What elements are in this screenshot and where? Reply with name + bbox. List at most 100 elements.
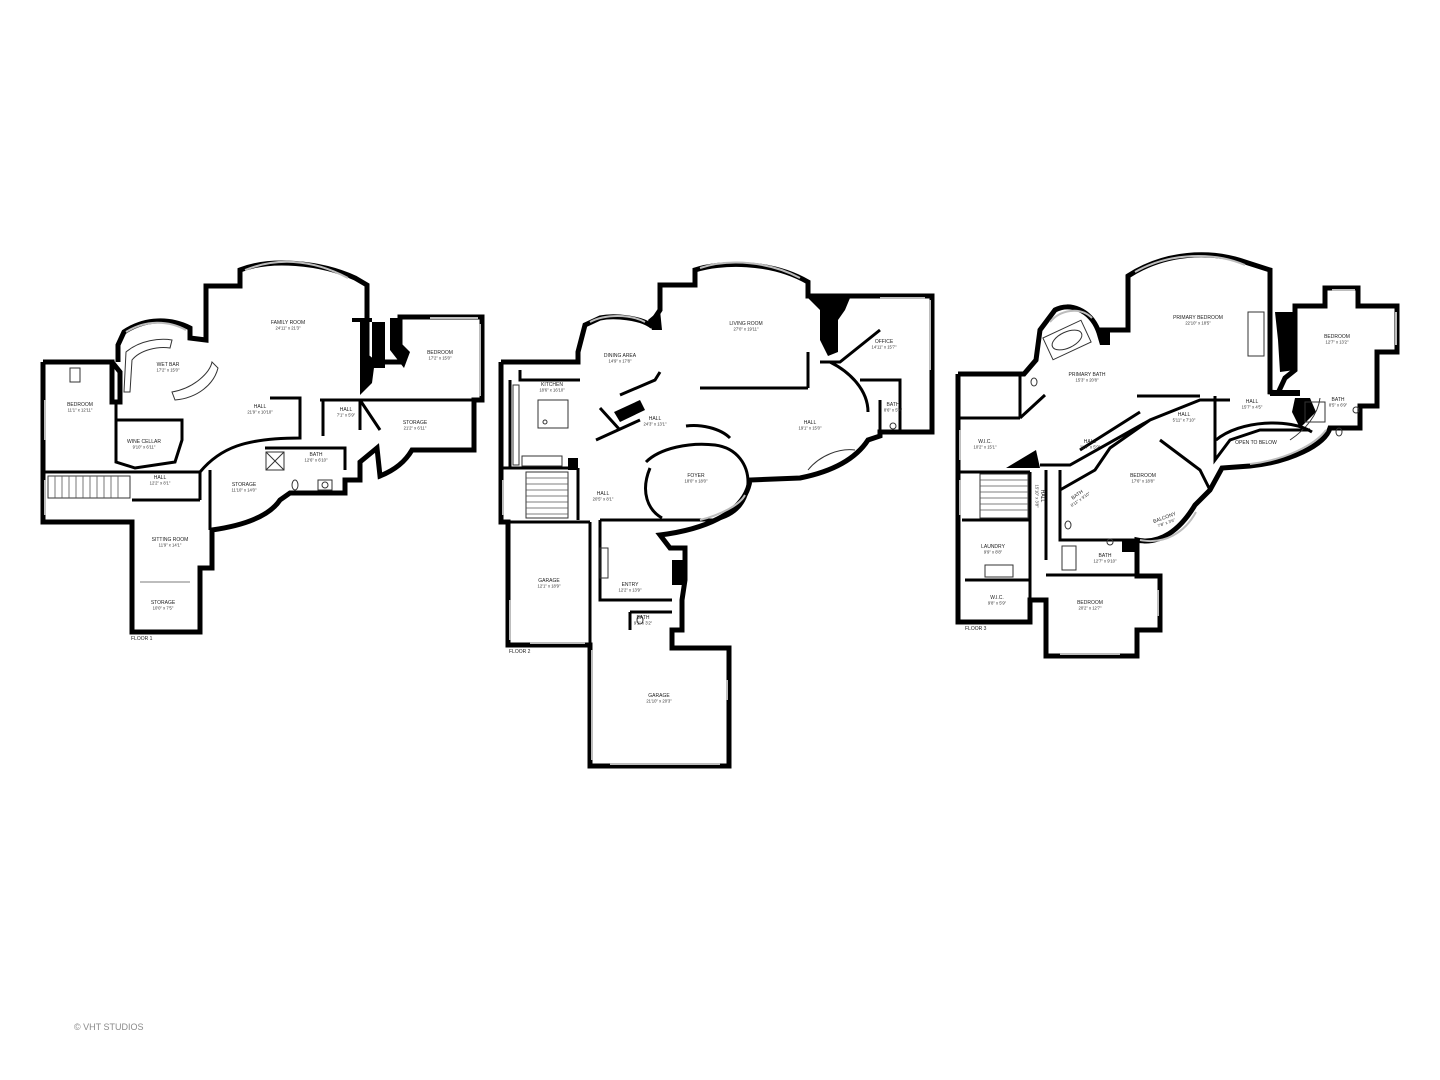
room-dimensions: 12'2" x 8'1" [150, 481, 171, 486]
room-name: PRIMARY BATH [1069, 372, 1106, 378]
room-name: STORAGE [403, 420, 428, 426]
room-name: WET BAR [157, 362, 180, 368]
room-dimensions: 11'10" x 14'0" [232, 488, 257, 493]
room-name: OPEN TO BELOW [1235, 440, 1277, 446]
room-name: HALL [597, 491, 610, 497]
room-dimensions: 27'0" x 19'11" [734, 327, 759, 332]
room-name: HALL [1039, 490, 1045, 503]
room-name: HALL [1084, 439, 1097, 445]
room-dimensions: 10'0" x 7'5" [153, 606, 174, 611]
room-dimensions: 12'1" x 18'9" [538, 584, 561, 589]
room-dimensions: 12'6" x 6'10" [305, 458, 328, 463]
room-name: WINE CELLAR [127, 439, 161, 445]
room-dimensions: 21'2" x 6'11" [404, 426, 427, 431]
room-dimensions: 12'7" x 9'10" [1094, 559, 1117, 564]
room-dimensions: 14'9" x 17'8" [609, 359, 632, 364]
room-dimensions: 18'6" x 16'10" [539, 388, 565, 393]
room-name: BEDROOM [427, 350, 453, 356]
room-name: STORAGE [151, 600, 176, 606]
room-dimensions: 17'6" x 18'8" [1132, 479, 1155, 484]
room-dimensions: 17'2" x 15'0" [429, 356, 452, 361]
floor-3-plan [955, 252, 1400, 659]
room-name: BATH [1099, 553, 1112, 559]
room-name: OFFICE [875, 339, 894, 345]
room-name: KITCHEN [541, 382, 563, 388]
room-dimensions: 21'10" x 20'3" [646, 699, 672, 704]
floor-3-label: FLOOR 3 [965, 626, 987, 632]
room-name: GARAGE [538, 578, 560, 584]
floor-2-plan [498, 261, 935, 769]
floor-1-plan [40, 260, 485, 635]
copyright-watermark: © VHT STUDIOS [74, 1022, 143, 1032]
room-dimensions: 15'7" x 4'5" [1242, 405, 1263, 410]
room-dimensions: 9'1" x 3'2" [634, 621, 653, 626]
room-dimensions: 10'2" x 15'1" [974, 445, 997, 450]
room-name: W.I.C. [978, 439, 992, 445]
room-name: HALL [1246, 399, 1259, 405]
room-name: SITTING ROOM [152, 537, 189, 543]
room-dimensions: 18'0" x 18'0" [685, 479, 708, 484]
room-name: HALL [804, 420, 817, 426]
room-dimensions: 15'10" x 3'8" [1035, 485, 1040, 508]
room-name: BATH [887, 402, 900, 408]
room-dimensions: 11'1" x 12'11" [68, 408, 93, 413]
room-name: BATH [1332, 397, 1345, 403]
room-dimensions: 9'8" x 5'9" [988, 601, 1007, 606]
room-name: W.I.C. [990, 595, 1004, 601]
room-name: FOYER [687, 473, 705, 479]
room-name: BATH [637, 615, 650, 621]
room-name: HALL [1178, 412, 1191, 418]
room-name: LAUNDRY [981, 544, 1005, 550]
room-name: HALL [154, 475, 167, 481]
room-label: OPEN TO BELOW [1235, 440, 1277, 446]
room-dimensions: 7'8" x 3'6" [1157, 517, 1176, 528]
room-dimensions: 24'3" x 13'1" [644, 422, 667, 427]
room-dimensions: 20'2" x 12'7" [1079, 606, 1102, 611]
room-dimensions: 7'1" x 5'9" [337, 413, 356, 418]
room-dimensions: 17'2" x 15'0" [157, 368, 180, 373]
room-dimensions: 14'11" x 15'7" [872, 345, 897, 350]
room-label: W.I.C.9'8" x 5'9" [988, 595, 1007, 606]
room-dimensions: 22'10" x 18'5" [1185, 321, 1211, 326]
room-name: GARAGE [648, 693, 670, 699]
room-name: DINING AREA [604, 353, 637, 359]
room-name: FAMILY ROOM [271, 320, 305, 326]
room-name: HALL [649, 416, 662, 422]
room-dimensions: 19'1" x 15'0" [799, 426, 822, 431]
room-name: BEDROOM [1324, 334, 1350, 340]
room-dimensions: 8'5" x 6'9" [1329, 403, 1348, 408]
room-dimensions: 12'7" x 13'2" [1326, 340, 1349, 345]
room-dimensions: 9'9" x 8'8" [984, 550, 1003, 555]
floor-2-label: FLOOR 2 [509, 649, 531, 655]
